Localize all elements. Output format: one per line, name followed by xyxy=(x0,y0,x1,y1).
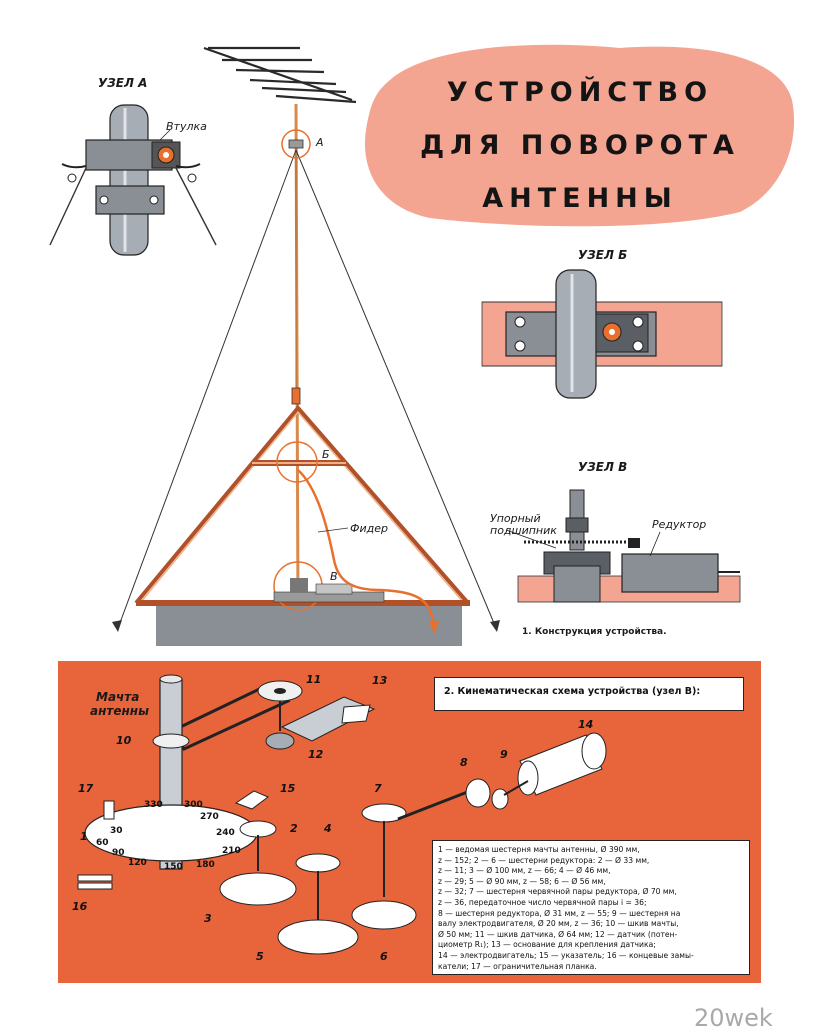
legend-line: z — 32; 7 — шестерня червячной пары реду… xyxy=(438,887,677,897)
legend-line: z — 29; 5 — Ø 90 мм, z — 58; 6 — Ø 56 мм… xyxy=(438,876,606,886)
part-number: 9 xyxy=(500,748,508,761)
node-a-heading: УЗЕЛ А xyxy=(98,76,148,90)
dial-label: 150 xyxy=(164,862,183,872)
part-number: 12 xyxy=(308,748,324,761)
legend-box xyxy=(432,840,750,975)
part-number: 15 xyxy=(280,782,296,795)
dial-label: 60 xyxy=(96,838,109,848)
part-number: 2 xyxy=(290,822,298,835)
reducer-label: Редуктор xyxy=(652,518,707,531)
kinematic-title: 2. Кинематическая схема устройства (узел… xyxy=(444,686,701,697)
dial-label: 300 xyxy=(184,800,203,810)
feeder-cable xyxy=(297,469,436,631)
node-v-marker-label: В xyxy=(330,570,338,583)
part-number: 16 xyxy=(72,900,88,913)
legend: 1 — ведомая шестерня мачты антенны, Ø 39… xyxy=(438,845,744,972)
node-v-detail xyxy=(505,489,741,603)
legend-line: 14 — электродвигатель; 15 — указатель; 1… xyxy=(438,950,694,960)
part-number: 3 xyxy=(204,912,212,925)
legend-line: 1 — ведомая шестерня мачты антенны, Ø 39… xyxy=(438,845,640,854)
guy-wires xyxy=(117,149,497,629)
dial-label: 240 xyxy=(216,828,235,838)
part-number: 5 xyxy=(256,950,264,963)
node-b-heading: УЗЕЛ Б xyxy=(578,248,628,262)
sleeve-label: Втулка xyxy=(166,120,207,133)
mast-label-line-2: антенны xyxy=(90,704,149,718)
antenna-elements xyxy=(203,46,357,104)
legend-line: циометр R₁); 13 — основание для креплени… xyxy=(438,940,656,950)
node-a-marker-label: А xyxy=(316,136,324,149)
node-a-marker-circle xyxy=(281,129,311,159)
dial-label: 180 xyxy=(196,860,215,870)
node-v-heading: УЗЕЛ В xyxy=(578,460,628,474)
title-background xyxy=(364,44,795,227)
part-number: 13 xyxy=(372,674,388,687)
legend-line: z — 11; 3 — Ø 100 мм, z — 66; 4 — Ø 46 м… xyxy=(438,866,611,876)
thrust-bearing-label-line-1: Упорный xyxy=(490,512,541,525)
part-number: 14 xyxy=(578,718,594,731)
node-b-marker-circle xyxy=(276,441,318,483)
page-title: УСТРОЙСТВО ДЛЯ ПОВОРОТА АНТЕННЫ xyxy=(360,66,800,225)
watermark: 20wek xyxy=(694,1004,773,1032)
figure-1-caption: 1. Конструкция устройства. xyxy=(522,627,667,637)
node-a-detail xyxy=(49,104,217,256)
part-number: 1 xyxy=(80,830,88,843)
part-number: 6 xyxy=(380,950,388,963)
part-number: 17 xyxy=(78,782,94,795)
part-number: 4 xyxy=(324,822,332,835)
legend-line: Ø 50 мм; 11 — шкив датчика, Ø 64 мм; 12 … xyxy=(438,929,678,939)
legend-line: катели; 17 — ограничительная планка. xyxy=(438,961,597,971)
legend-line: 8 — шестерня редуктора, Ø 31 мм, z — 55;… xyxy=(438,908,681,918)
node-b-detail xyxy=(481,269,723,399)
dial-label: 120 xyxy=(128,858,147,868)
legend-line: z — 36, передаточное число червячной пар… xyxy=(438,897,647,907)
part-number: 11 xyxy=(306,673,322,686)
legend-line: валу электродвигателя, Ø 20 мм, z — 36; … xyxy=(438,919,679,929)
thrust-bearing-label-line-2: подшипник xyxy=(490,524,557,537)
antenna-structure-diagram xyxy=(49,46,741,646)
title-line-2: ДЛЯ ПОВОРОТА xyxy=(420,130,740,161)
kinematic-title-box xyxy=(434,677,744,711)
part-number: 7 xyxy=(374,782,382,795)
mast-label-line-1: Мачта xyxy=(96,690,140,704)
node-b-marker-label: Б xyxy=(322,448,330,461)
dial-label: 270 xyxy=(200,812,219,822)
part-number: 10 xyxy=(116,734,132,747)
title-line-1: УСТРОЙСТВО xyxy=(446,77,714,108)
dial-label: 330 xyxy=(144,800,163,810)
dial-label: 90 xyxy=(112,848,125,858)
legend-line: z — 152; 2 — 6 — шестерни редуктора: 2 —… xyxy=(438,855,650,865)
dial-label: 30 xyxy=(110,826,123,836)
title-line-3: АНТЕННЫ xyxy=(482,183,678,214)
dial-label: 210 xyxy=(222,846,241,856)
feeder-label: Фидер xyxy=(350,522,388,535)
kinematic-diagram xyxy=(77,674,607,955)
roof-frame xyxy=(134,404,470,646)
part-number: 8 xyxy=(460,756,468,769)
